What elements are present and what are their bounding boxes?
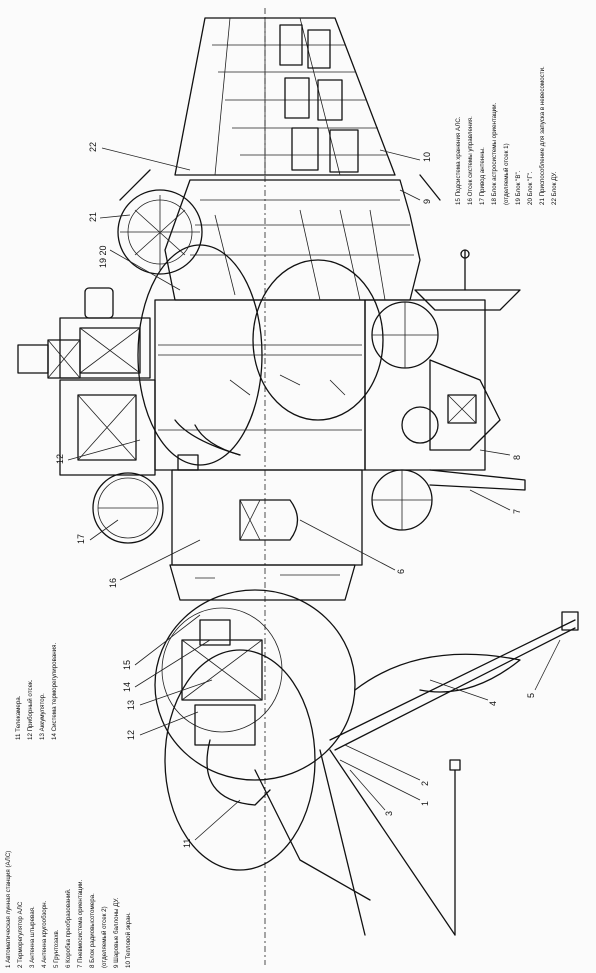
svg-text:12 Приборный отсек.: 12 Приборный отсек. <box>27 679 34 740</box>
callout-11: 11 <box>182 839 192 848</box>
svg-text:19 Блок "В".: 19 Блок "В". <box>515 170 522 205</box>
svg-text:11 Телекамера.: 11 Телекамера. <box>15 695 22 740</box>
callout-12: 12 <box>126 730 136 740</box>
callout-12-top: 12 <box>55 454 65 464</box>
callout-17: 17 <box>76 534 86 544</box>
control-compartment <box>171 454 363 566</box>
callout-8: 8 <box>512 455 522 460</box>
legend-bottom-left: 1 Автоматическая лунная станция (АЛС) 2 … <box>5 851 132 968</box>
svg-text:18 Блок астросистемы ориентаци: 18 Блок астросистемы ориентации. <box>491 102 498 205</box>
svg-text:5 Грунтозахв.: 5 Грунтозахв. <box>53 929 60 968</box>
svg-text:(отделяемый отсек 1): (отделяемый отсек 1) <box>503 143 510 205</box>
svg-text:8 Блок радиовысотомера.: 8 Блок радиовысотомера. <box>89 893 96 968</box>
callout-9: 9 <box>422 199 432 204</box>
callout-5: 5 <box>526 693 536 698</box>
lunar-station <box>154 564 371 901</box>
callout-2: 2 <box>420 781 430 786</box>
callout-3: 3 <box>384 811 394 816</box>
svg-text:10 Тепловой экран.: 10 Тепловой экран. <box>125 912 132 968</box>
svg-text:3 Антенна штыревая.: 3 Антенна штыревая. <box>29 906 36 968</box>
legend-right: 15 Подсистема хранения АЛС. 16 Отсек сис… <box>455 66 558 205</box>
svg-text:(отделяемый отсек 2): (отделяемый отсек 2) <box>101 906 108 968</box>
launch-fixture <box>117 189 203 275</box>
svg-text:16 Отсек системы управления.: 16 Отсек системы управления. <box>467 116 474 205</box>
callout-13: 13 <box>126 700 136 710</box>
callout-21: 21 <box>88 212 98 222</box>
solar-panel <box>174 17 396 176</box>
callout-6: 6 <box>396 569 406 574</box>
callout-19-20: 19 20 <box>98 245 108 268</box>
callout-4: 4 <box>488 701 498 706</box>
svg-text:15 Подсистема хранения АЛС.: 15 Подсистема хранения АЛС. <box>455 116 462 205</box>
left-equipment-block <box>17 287 156 476</box>
svg-text:2 Терморегулятор АЛС: 2 Терморегулятор АЛС <box>17 901 24 968</box>
svg-text:14 Система терморегулирования.: 14 Система терморегулирования. <box>51 642 58 740</box>
right-equipment <box>364 249 521 471</box>
callout-22: 22 <box>88 142 98 152</box>
callout-7: 7 <box>512 509 522 514</box>
svg-text:6 Коробка преобразований.: 6 Коробка преобразований. <box>65 888 72 968</box>
callout-16: 16 <box>108 578 118 588</box>
callout-15: 15 <box>122 660 132 670</box>
round-unit-17 <box>92 472 164 544</box>
upper-stage <box>119 169 441 301</box>
svg-text:21 Приспособление для запуска: 21 Приспособление для запуска в невесомо… <box>539 66 546 205</box>
svg-text:9 Шаровые баллоны ДУ.: 9 Шаровые баллоны ДУ. <box>113 897 120 968</box>
callout-numbers: 22 21 19 20 10 9 12 17 16 6 8 7 15 14 13… <box>55 142 536 848</box>
antenna-dish <box>414 289 521 311</box>
callout-1: 1 <box>420 801 430 806</box>
svg-text:4 Антенна кругообзорн.: 4 Антенна кругообзорн. <box>41 900 48 968</box>
callout-10: 10 <box>422 152 432 162</box>
antenna-booms <box>319 611 579 936</box>
svg-text:13 Аккумулятор.: 13 Аккумулятор. <box>39 693 46 740</box>
legend-mid-left: 11 Телекамера. 12 Приборный отсек. 13 Ак… <box>15 642 58 740</box>
svg-text:7 Пневмосистема ориентации.: 7 Пневмосистема ориентации. <box>77 879 84 968</box>
round-unit-7 <box>371 469 526 531</box>
callout-14: 14 <box>122 682 132 692</box>
svg-text:1 Автоматическая лунная станци: 1 Автоматическая лунная станция (АЛС) <box>5 851 12 968</box>
leader-lines <box>67 147 561 841</box>
svg-text:22 Блок ДУ.: 22 Блок ДУ. <box>551 171 558 205</box>
svg-text:20 Блок "Г".: 20 Блок "Г". <box>527 171 534 205</box>
svg-text:17 Привод антенны.: 17 Привод антенны. <box>479 147 486 205</box>
